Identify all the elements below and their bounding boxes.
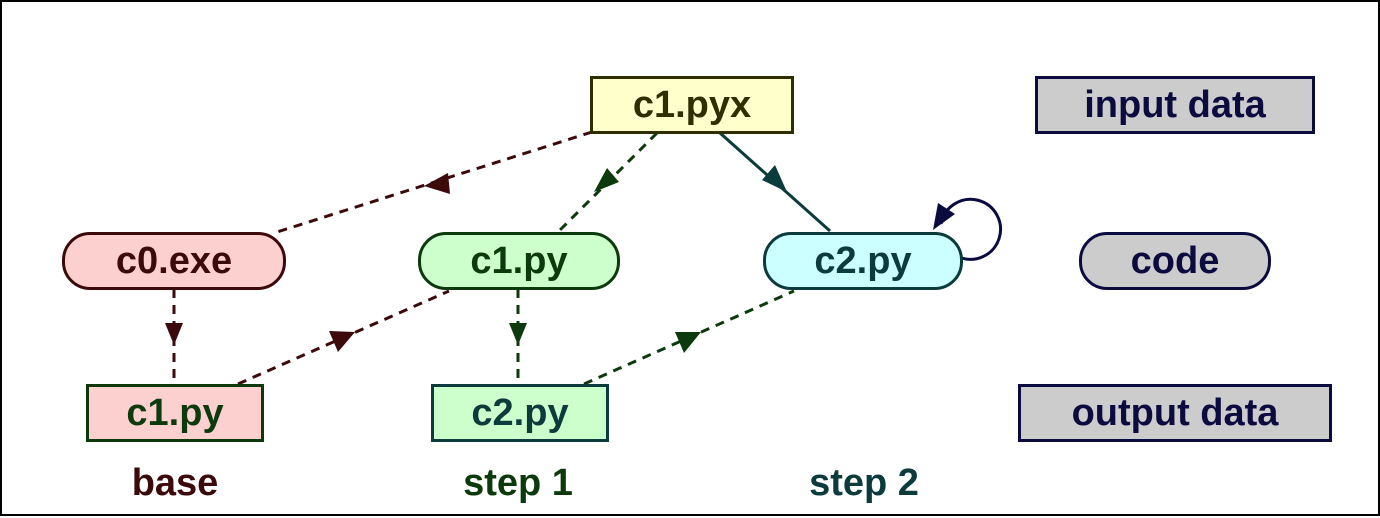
node-c2-py-code-label: c2.py: [814, 240, 912, 282]
node-c1-py-output-label: c1.py: [126, 392, 224, 434]
node-c1-py-code: c1.py: [418, 232, 620, 290]
node-c1-py-code-label: c1.py: [470, 240, 568, 282]
node-c2-py-code: c2.py: [763, 232, 963, 290]
node-c0-exe: c0.exe: [62, 232, 286, 290]
edge-c2py-self-loop: [933, 197, 1003, 261]
node-c2-py-output: c2.py: [431, 384, 609, 442]
legend-code-label: code: [1130, 240, 1220, 282]
legend-input-data-label: input data: [1084, 84, 1266, 126]
arrowhead-icon: [675, 332, 701, 353]
edge-c2pyout-to-c2py: [583, 289, 795, 386]
legend-output-data-label: output data: [1071, 392, 1279, 434]
arrowhead-icon: [424, 173, 450, 194]
arrowhead-icon: [329, 331, 355, 352]
edge-pyx-to-c1py: [556, 131, 659, 234]
arrowhead-icon: [594, 168, 619, 192]
arrowhead-icon: [165, 323, 183, 345]
edge-c1pyout-to-c1py: [237, 289, 450, 386]
node-c2-py-output-label: c2.py: [471, 392, 569, 434]
node-c0-exe-label: c0.exe: [115, 240, 233, 282]
edge-pyx-to-c2py: [719, 131, 831, 233]
column-label-step1: step 1: [463, 462, 573, 504]
edge-c1py-to-c2pyout: [509, 289, 527, 383]
node-c1-py-output: c1.py: [86, 384, 264, 442]
edge-c0exe-to-c1pyout: [165, 289, 183, 383]
node-c1-pyx-label: c1.pyx: [632, 84, 752, 126]
column-label-step2: step 2: [809, 462, 919, 504]
node-c1-pyx: c1.pyx: [590, 76, 794, 134]
edge-pyx-to-c0exe: [273, 130, 593, 235]
column-label-base: base: [131, 462, 219, 504]
arrowhead-icon: [762, 165, 787, 192]
arrowhead-icon: [509, 323, 527, 345]
legend-output-data: output data: [1018, 384, 1332, 442]
legend-code: code: [1079, 232, 1271, 290]
arrowhead-icon: [933, 203, 955, 230]
legend-input-data: input data: [1035, 76, 1315, 134]
